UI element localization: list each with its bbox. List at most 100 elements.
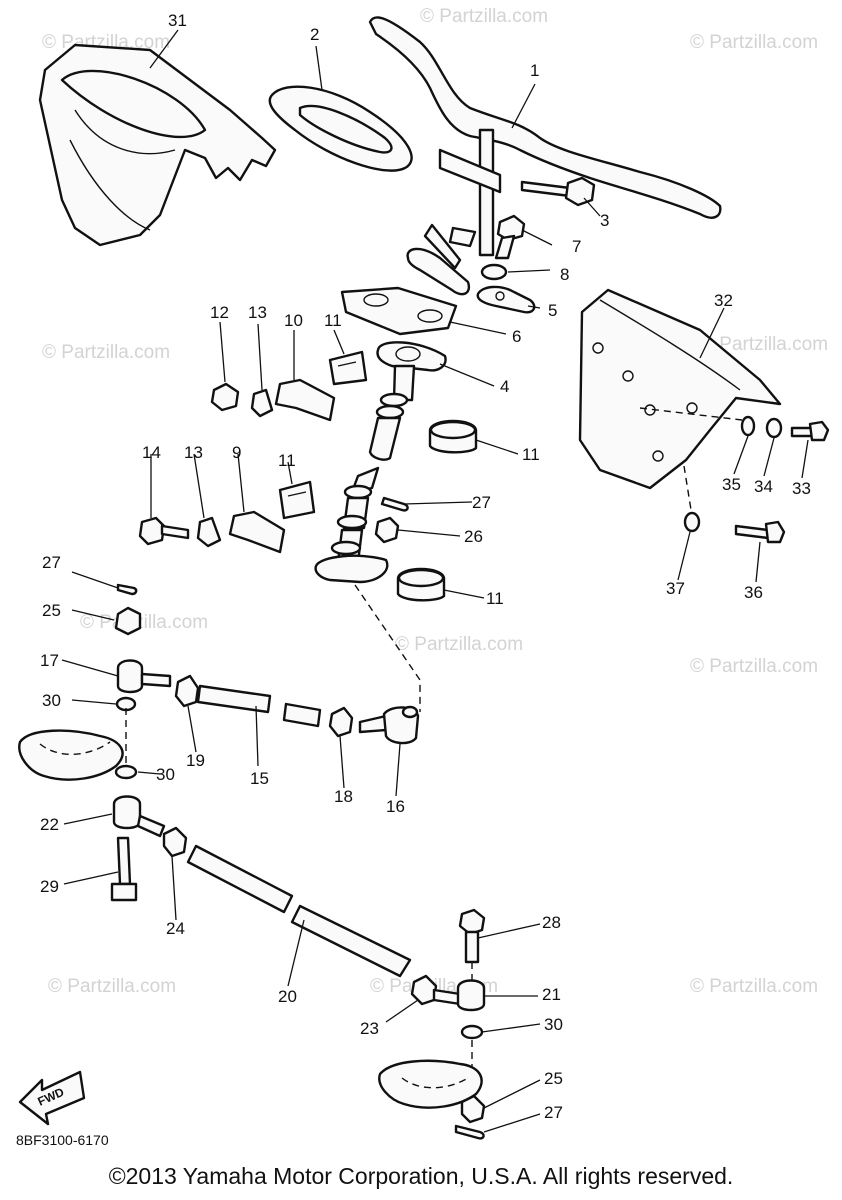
front-cover-part <box>38 43 277 247</box>
ball-joint-part <box>112 795 166 838</box>
callout-35: 35 <box>722 475 741 494</box>
callout-numbers: 1 2 3 4 5 6 7 8 9 10 11 11 11 11 12 13 1… <box>40 11 811 1122</box>
callout-9: 9 <box>232 443 241 462</box>
lower-column-part <box>314 466 389 584</box>
clamp-part <box>476 285 536 314</box>
watermark: © Partzilla.com <box>690 32 818 53</box>
ball-joint-part <box>432 979 486 1012</box>
callout-36: 36 <box>744 583 763 602</box>
callout-16: 16 <box>386 797 405 816</box>
callout-26: 26 <box>464 527 483 546</box>
callout-7: 7 <box>572 237 581 256</box>
tie-rod-part <box>196 684 272 714</box>
callout-30a: 30 <box>42 691 61 710</box>
callout-24: 24 <box>166 919 185 938</box>
watermark: © Partzilla.com <box>80 612 208 633</box>
copyright-notice: ©2013 Yamaha Motor Corporation, U.S.A. A… <box>108 1163 734 1189</box>
drawing-code: 8BF3100-6170 <box>16 1132 109 1148</box>
cotter-pin-part <box>380 496 409 512</box>
bushing-part <box>278 480 316 520</box>
bushing-part <box>396 567 446 602</box>
washer-part <box>740 415 756 437</box>
callout-34: 34 <box>754 477 773 496</box>
callout-27b: 27 <box>472 493 491 512</box>
callout-8: 8 <box>560 265 569 284</box>
bolt-part <box>734 520 786 544</box>
dash-leader <box>639 407 743 421</box>
washer-part <box>480 263 508 281</box>
bolt-part <box>494 214 526 260</box>
bracket-plate-part <box>340 286 458 336</box>
callout-4: 4 <box>500 377 509 396</box>
bolt-part <box>790 420 830 442</box>
callout-11c: 11 <box>278 451 296 470</box>
callout-30b: 30 <box>156 765 175 784</box>
callout-6: 6 <box>512 327 521 346</box>
bolt-part <box>138 516 190 546</box>
callout-20: 20 <box>278 987 297 1006</box>
watermark: © Partzilla.com <box>700 334 828 355</box>
bolt-part <box>110 836 138 902</box>
nut-part <box>114 606 142 636</box>
dash-leader <box>354 584 421 712</box>
tie-rod-part <box>186 844 294 914</box>
callout-11d: 11 <box>486 589 504 608</box>
nut-part <box>460 1094 486 1124</box>
tie-rod-part <box>282 702 322 728</box>
callout-2: 2 <box>310 25 319 44</box>
watermark: © Partzilla.com <box>420 6 548 27</box>
callout-28: 28 <box>542 913 561 932</box>
leader-lines <box>61 29 809 1133</box>
callout-11a: 11 <box>324 311 342 330</box>
washer-part <box>765 417 783 439</box>
ball-joint-part <box>358 705 420 745</box>
callout-13a: 13 <box>248 303 267 322</box>
callout-27a: 27 <box>42 553 61 572</box>
steering-arm-part <box>378 1059 483 1109</box>
lock-plate-part <box>250 388 274 418</box>
callout-18: 18 <box>334 787 353 806</box>
callout-19: 19 <box>186 751 205 770</box>
callout-15: 15 <box>250 769 269 788</box>
side-cover-part <box>578 288 782 490</box>
bolt-part <box>458 908 486 964</box>
ball-joint-part <box>116 659 172 694</box>
dash-leader <box>683 465 693 517</box>
callout-21: 21 <box>542 985 561 1004</box>
nut-part <box>162 826 188 858</box>
bolt-part <box>520 176 596 207</box>
washer-part <box>460 1024 484 1040</box>
washer-part <box>114 764 138 780</box>
callout-29: 29 <box>40 877 59 896</box>
callout-12: 12 <box>210 303 229 322</box>
callout-10: 10 <box>284 311 303 330</box>
callout-25a: 25 <box>42 601 61 620</box>
callout-30c: 30 <box>544 1015 563 1034</box>
nut-part <box>174 674 200 708</box>
bushing-part <box>428 419 478 454</box>
clamp-part <box>228 510 286 554</box>
dash-leader <box>401 1077 469 1089</box>
callout-31: 31 <box>168 11 187 30</box>
watermark: © Partzilla.com <box>690 976 818 997</box>
grommet-part <box>268 85 413 172</box>
callout-17: 17 <box>40 651 59 670</box>
nut-part <box>374 516 400 544</box>
callout-25b: 25 <box>544 1069 563 1088</box>
dash-leader <box>39 741 111 756</box>
cotter-pin-part <box>454 1124 485 1140</box>
washer-part <box>683 511 701 533</box>
steering-column-part <box>368 341 447 461</box>
callout-33: 33 <box>792 479 811 498</box>
callout-27c: 27 <box>544 1103 563 1122</box>
callout-3: 3 <box>600 211 609 230</box>
nut-part <box>328 706 354 738</box>
bushing-part <box>328 350 368 386</box>
callout-13b: 13 <box>184 443 203 462</box>
callout-23: 23 <box>360 1019 379 1038</box>
callout-37: 37 <box>666 579 685 598</box>
callout-22: 22 <box>40 815 59 834</box>
watermark: © Partzilla.com <box>48 976 176 997</box>
tie-rod-part <box>290 904 412 978</box>
